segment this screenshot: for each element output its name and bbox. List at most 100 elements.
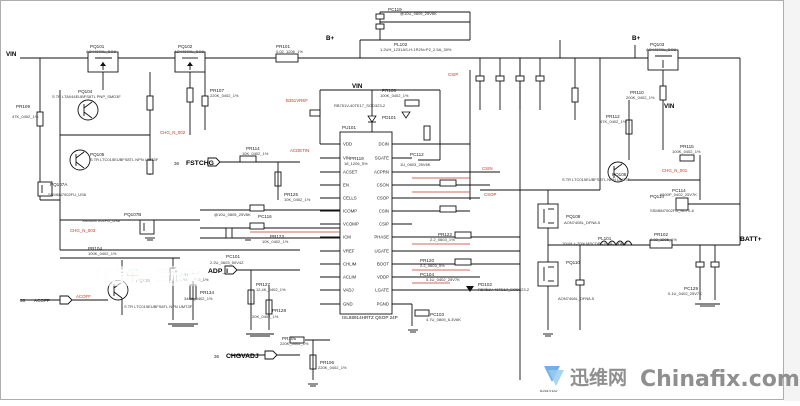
pq104-part: S TR LTA044EUBFS8TL PNP_SMD3F (52, 94, 121, 99)
pr105-part: 220K_0402_1% (280, 341, 309, 346)
pl101-part: 10UH +-20% MSCDRI-104A-100M-E (562, 241, 628, 246)
ic-pin-left-chlim: CHLIM (343, 262, 357, 267)
pl101-ref: PL101 (598, 236, 612, 241)
ic-pin-left-gnd: GND (343, 302, 353, 307)
net-fstchg: FSTCHG (186, 160, 214, 167)
pq103-ref: PQ103 (650, 42, 665, 47)
sheet-margin (784, 0, 800, 401)
mid-cap-bank (475, 58, 545, 110)
ic-pin-left-vref: VREF (343, 249, 355, 254)
pr134-ref: PR134 (200, 290, 214, 295)
ic-pin-right-vddp: VDDP (377, 275, 389, 280)
ic-pin-right-acprn: ACPRN (374, 170, 389, 175)
net-csip: CSIP (448, 72, 458, 77)
pr119-part: 18_1206_5% (344, 161, 368, 166)
pr119-ref: PR119 (350, 156, 364, 161)
pl101-inductor (599, 240, 633, 247)
pq105-part: S TR LTC015EUBFS8TL NPN UMT3F (90, 157, 159, 162)
pr101-part: 0.02_1206_1% (276, 49, 303, 54)
ic-ref: PU101 (342, 125, 356, 130)
ic-left-pin-labels: VDDVINACSETENCELLSICOMPVCOMPICMVREFCHLIM… (343, 142, 359, 307)
pq110-ref: PQ110 (566, 260, 580, 265)
chgvadj-ref: 36 (214, 354, 220, 359)
left-bias-network (36, 58, 209, 250)
pq106-ref: PQ106 (612, 172, 627, 177)
pq102-part: AO4407AL_SO8 (174, 49, 205, 54)
ic-pin-left-icm: ICM (343, 235, 351, 240)
acoff-ref: 36 (20, 298, 26, 303)
pr108-part: 100K_0402_1% (380, 93, 409, 98)
pr104-part: 100K_0402_1% (88, 251, 117, 256)
pr109-part: 47K_0402_1% (12, 114, 39, 119)
pr127-part: 12.4K_0402_1% (256, 287, 286, 292)
ic-pin-right-csin: CSIN (379, 209, 389, 214)
pq107b-ref: PQ107B (124, 212, 141, 217)
net-bplus-top: B+ (326, 35, 334, 42)
pq115-part: S TR LTC015EUBFS8TL NPN UMT3F (124, 304, 193, 309)
fstchg-ref: 36 (174, 161, 180, 166)
ic-pin-right-lgate: LGATE (375, 288, 389, 293)
pr102-part: 0.02_1206_1% (650, 237, 677, 242)
watermark-logo: 迅维网 Chinafix.com (540, 362, 800, 392)
chgvadj-connector (264, 350, 278, 360)
pq103-part: AO4407AL_SO8 (646, 47, 677, 52)
pr114-part: 10K_0402_1% (242, 151, 269, 156)
pd102-ref: PD102 (478, 282, 492, 287)
pl102-ref: PL102 (394, 42, 408, 47)
pr120-ref: PR120 (420, 258, 434, 263)
pr107-part: 220K_0402_1% (210, 93, 239, 98)
pr115-ref: PR115 (680, 144, 694, 149)
pq107b-mosfet (139, 219, 155, 235)
red-net-wires (250, 177, 470, 284)
pq107b-part: SSM6N7002FU_US6 (82, 218, 121, 223)
pq114-ref: PQ114 (650, 194, 664, 199)
pq108-part: AON7408L_DFN8-5 (564, 220, 601, 225)
pq106-part: S TR LTC015EUBFS8TL NPN UMT3F (562, 177, 631, 182)
ic-pin-left-vcomp: VCOMP (343, 222, 359, 227)
pq103-mosfet (647, 49, 679, 71)
pr106-ref: PR106 (320, 360, 334, 365)
ic-pin-right-phase: PHASE (374, 235, 389, 240)
pr115-part: 100K_0402_1% (672, 149, 701, 154)
pq101-part: AO4407AL_SO8 (86, 49, 117, 54)
pr107-ref: PR107 (210, 88, 224, 93)
ic-pin-left-cells: CELLS (343, 196, 357, 201)
pc114-ref: PC114 (672, 188, 686, 193)
pq110-part: AON7408L_DFN8-5 (558, 296, 595, 301)
pq110-mosfet (537, 261, 559, 287)
pc119-ref: PC119 (388, 7, 402, 12)
ic-pin-right-sgate: SGATE (375, 156, 389, 161)
pr123-ref: PR123 (270, 234, 284, 239)
pr105-ref: PR105 (282, 336, 296, 341)
pr110-part: 200K_0402_1% (626, 95, 655, 100)
net-adp: ADP_I (208, 268, 228, 275)
ic-pin-right-csop: CSOP (377, 196, 389, 201)
watermark-en: Chinafix.com (640, 367, 800, 392)
pq108-ref: PQ108 (566, 214, 581, 219)
sheet-border (0, 0, 784, 400)
ic-pin-right-pgnd: PGND (377, 302, 389, 307)
net-vin-top: VIN (352, 83, 363, 90)
pr123-part: 10K_0402_1% (262, 239, 289, 244)
pr125-part: 10K_0402_1% (284, 197, 311, 202)
pc114-part: 6800P_0402_25V7K (660, 192, 697, 197)
top-cap-bank (375, 11, 471, 40)
pr120-part: 2.2_0603_5% (420, 263, 445, 268)
watermark-cn: 迅维网 (570, 366, 627, 389)
net-acoff-red: ACOFF (76, 294, 91, 299)
net-b351vref: B351VREF (286, 98, 308, 103)
pr134-part: 348K_0402_1% (184, 296, 213, 301)
pr106-part: 220K_0402_1% (318, 365, 347, 370)
ic-pin-right-ugate: UGATE (375, 249, 390, 254)
pq105-ref: PQ105 (90, 152, 105, 157)
pr125-ref: PR125 (284, 192, 298, 197)
pr114-ref: PR114 (246, 146, 260, 151)
pr122-ref: PR122 (438, 232, 452, 237)
ic-pin-stubs (320, 143, 412, 305)
ic-upper-network (309, 89, 441, 161)
pr128-ref: PR128 (272, 308, 286, 313)
ic-pin-right-boot: BOOT (377, 262, 390, 267)
pu101-ic-body (339, 131, 393, 315)
